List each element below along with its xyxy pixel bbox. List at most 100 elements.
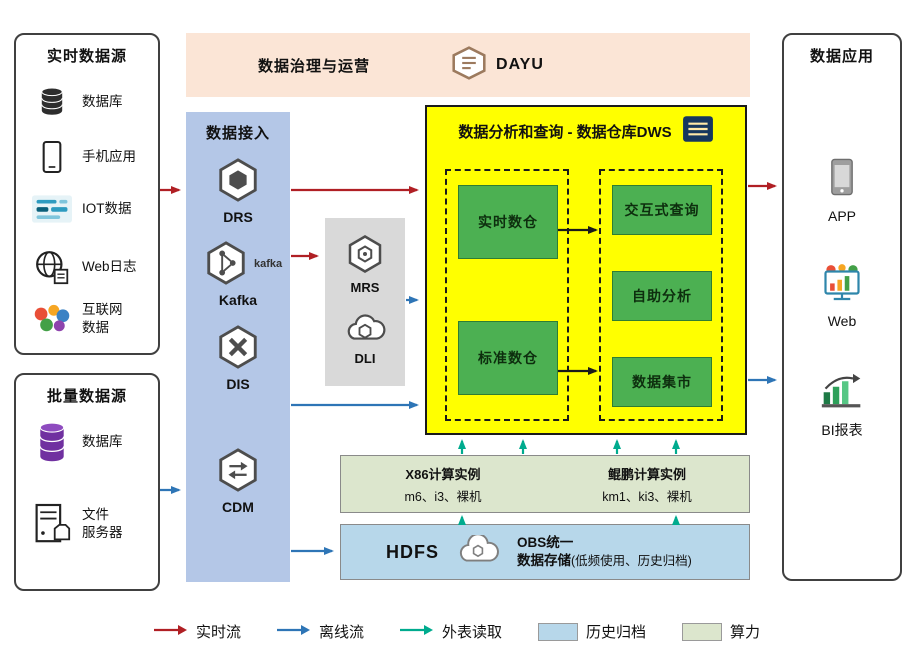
- source-label: 数据库: [82, 94, 123, 110]
- realtime-warehouse-node: 实时数仓: [458, 185, 558, 259]
- document-icon: [682, 115, 714, 147]
- middleware-item-label: MRS: [350, 280, 380, 295]
- app-item: APP: [784, 157, 900, 224]
- legend-label: 外表读取: [441, 624, 502, 641]
- list-item: 文件 服务器: [30, 503, 156, 545]
- bi-report-icon: [820, 373, 864, 413]
- realtime-sources-title: 实时数据源: [46, 48, 127, 65]
- legend-label: 算力: [730, 624, 761, 641]
- middleware-item-dli: DLI: [325, 312, 405, 366]
- x86-compute-models: m6、i3、裸机: [404, 489, 482, 504]
- legend-offline: 离线流: [276, 621, 364, 642]
- node-label: 数据集市: [632, 374, 692, 390]
- source-label: 数据库: [82, 434, 123, 450]
- dis-hexagon-icon: [215, 325, 261, 374]
- teal-arrow-icon: [399, 623, 434, 640]
- obs-storage-label: OBS统一 数据存储 (低频使用、历史归档): [517, 534, 692, 570]
- compute-box: X86计算实例 m6、i3、裸机 鲲鹏计算实例 km1、ki3、裸机: [340, 455, 750, 513]
- list-item: 数据库: [30, 85, 156, 119]
- data-mart-node: 数据集市: [612, 357, 712, 407]
- batch-sources-box: 批量数据源 数据库 文件 服务器: [14, 373, 160, 591]
- kafka-hexagon-icon: [203, 241, 249, 290]
- governance-banner: 数据治理与运营 DAYU: [186, 33, 750, 97]
- obs-note: (低频使用、历史归档): [571, 554, 692, 568]
- bi-item: BI报表: [784, 370, 900, 440]
- x86-compute-title: X86计算实例: [405, 466, 481, 482]
- list-item: 互联网 数据: [30, 301, 156, 336]
- legend-archive: 历史归档: [538, 621, 646, 642]
- list-item: Web日志: [30, 249, 156, 285]
- database-stack-icon: [30, 420, 74, 464]
- obs-line2: 数据存储: [517, 553, 571, 568]
- middleware-item-label: DLI: [354, 351, 376, 366]
- x86-compute: X86计算实例 m6、i3、裸机: [341, 456, 545, 512]
- drs-hexagon-icon: [215, 158, 261, 207]
- access-item-label: CDM: [222, 499, 254, 515]
- app-phone-icon: [830, 158, 854, 201]
- source-label: IOT数据: [82, 201, 132, 217]
- legend-label: 历史归档: [586, 624, 647, 641]
- dayu-brand: DAYU: [450, 45, 544, 85]
- kunpeng-compute: 鲲鹏计算实例 km1、ki3、裸机: [545, 456, 749, 512]
- web-item: Web: [784, 263, 900, 329]
- governance-title: 数据治理与运营: [258, 57, 371, 75]
- warehouse-group: 实时数仓 标准数仓: [445, 169, 569, 421]
- mobile-phone-icon: [30, 140, 74, 174]
- app-item-label: Web: [827, 313, 857, 329]
- hdfs-label: HDFS: [386, 541, 439, 562]
- legend: 实时流 离线流 外表读取 历史归档 算力: [0, 621, 914, 642]
- legend-realtime: 实时流: [153, 621, 241, 642]
- realtime-sources-box: 实时数据源 数据库 手机应用 IOT数据 Web日志: [14, 33, 160, 355]
- database-icon: [30, 85, 74, 119]
- list-item: 数据库: [30, 420, 156, 464]
- source-label: 互联网 数据: [82, 302, 123, 335]
- dws-title-row: 数据分析和查询 - 数据仓库DWS: [427, 107, 745, 147]
- mrs-hexagon-icon: [345, 235, 385, 278]
- red-arrow-icon: [153, 623, 188, 640]
- access-item-label: DIS: [226, 376, 250, 392]
- web-monitor-icon: [820, 264, 864, 306]
- applications-title: 数据应用: [809, 48, 874, 65]
- dayu-hexagon-icon: [450, 45, 488, 85]
- data-access-item-dis: DIS: [186, 324, 290, 392]
- web-log-icon: [30, 249, 74, 285]
- source-label: 文件 服务器: [82, 507, 123, 540]
- node-label: 自助分析: [632, 288, 692, 304]
- storage-box: HDFS OBS统一 数据存储 (低频使用、历史归档): [340, 524, 750, 580]
- legend-label: 离线流: [318, 624, 364, 641]
- standard-warehouse-node: 标准数仓: [458, 321, 558, 395]
- blue-arrow-icon: [276, 623, 311, 640]
- kunpeng-compute-models: km1、ki3、裸机: [602, 489, 692, 504]
- interactive-query-node: 交互式查询: [612, 185, 712, 235]
- compute-swatch-icon: [682, 622, 723, 641]
- archive-swatch-icon: [538, 622, 578, 641]
- access-item-label: Kafka: [218, 292, 258, 308]
- node-label: 实时数仓: [478, 214, 538, 230]
- kafka-wordmark: kafka: [254, 258, 283, 270]
- dayu-brand-label: DAYU: [496, 56, 544, 73]
- access-item-label: DRS: [223, 209, 253, 225]
- file-server-icon: [30, 503, 74, 545]
- middleware-item-mrs: MRS: [325, 234, 405, 295]
- source-label: 手机应用: [82, 149, 136, 165]
- applications-box: 数据应用 APP Web BI报表: [782, 33, 902, 581]
- data-access-item-kafka: kafka Kafka: [186, 240, 290, 308]
- cloud-icon: [455, 532, 501, 570]
- legend-compute: 算力: [682, 621, 760, 642]
- data-access-item-drs: DRS: [186, 157, 290, 225]
- dws-title: 数据分析和查询 - 数据仓库DWS: [458, 123, 672, 141]
- internet-data-icon: [30, 303, 74, 334]
- source-label: Web日志: [82, 259, 137, 275]
- obs-line1: OBS统一: [517, 534, 574, 550]
- cdm-hexagon-icon: [215, 448, 261, 497]
- list-item: 手机应用: [30, 140, 156, 174]
- app-item-label: APP: [827, 208, 856, 224]
- node-label: 交互式查询: [624, 202, 700, 218]
- self-service-analysis-node: 自助分析: [612, 271, 712, 321]
- data-access-item-cdm: CDM: [186, 447, 290, 515]
- dws-box: 数据分析和查询 - 数据仓库DWS 实时数仓 标准数仓 交互式查询 自助分析 数…: [425, 105, 747, 435]
- dli-cloud-icon: [343, 314, 387, 349]
- app-item-label: BI报表: [821, 422, 863, 438]
- legend-label: 实时流: [195, 624, 241, 641]
